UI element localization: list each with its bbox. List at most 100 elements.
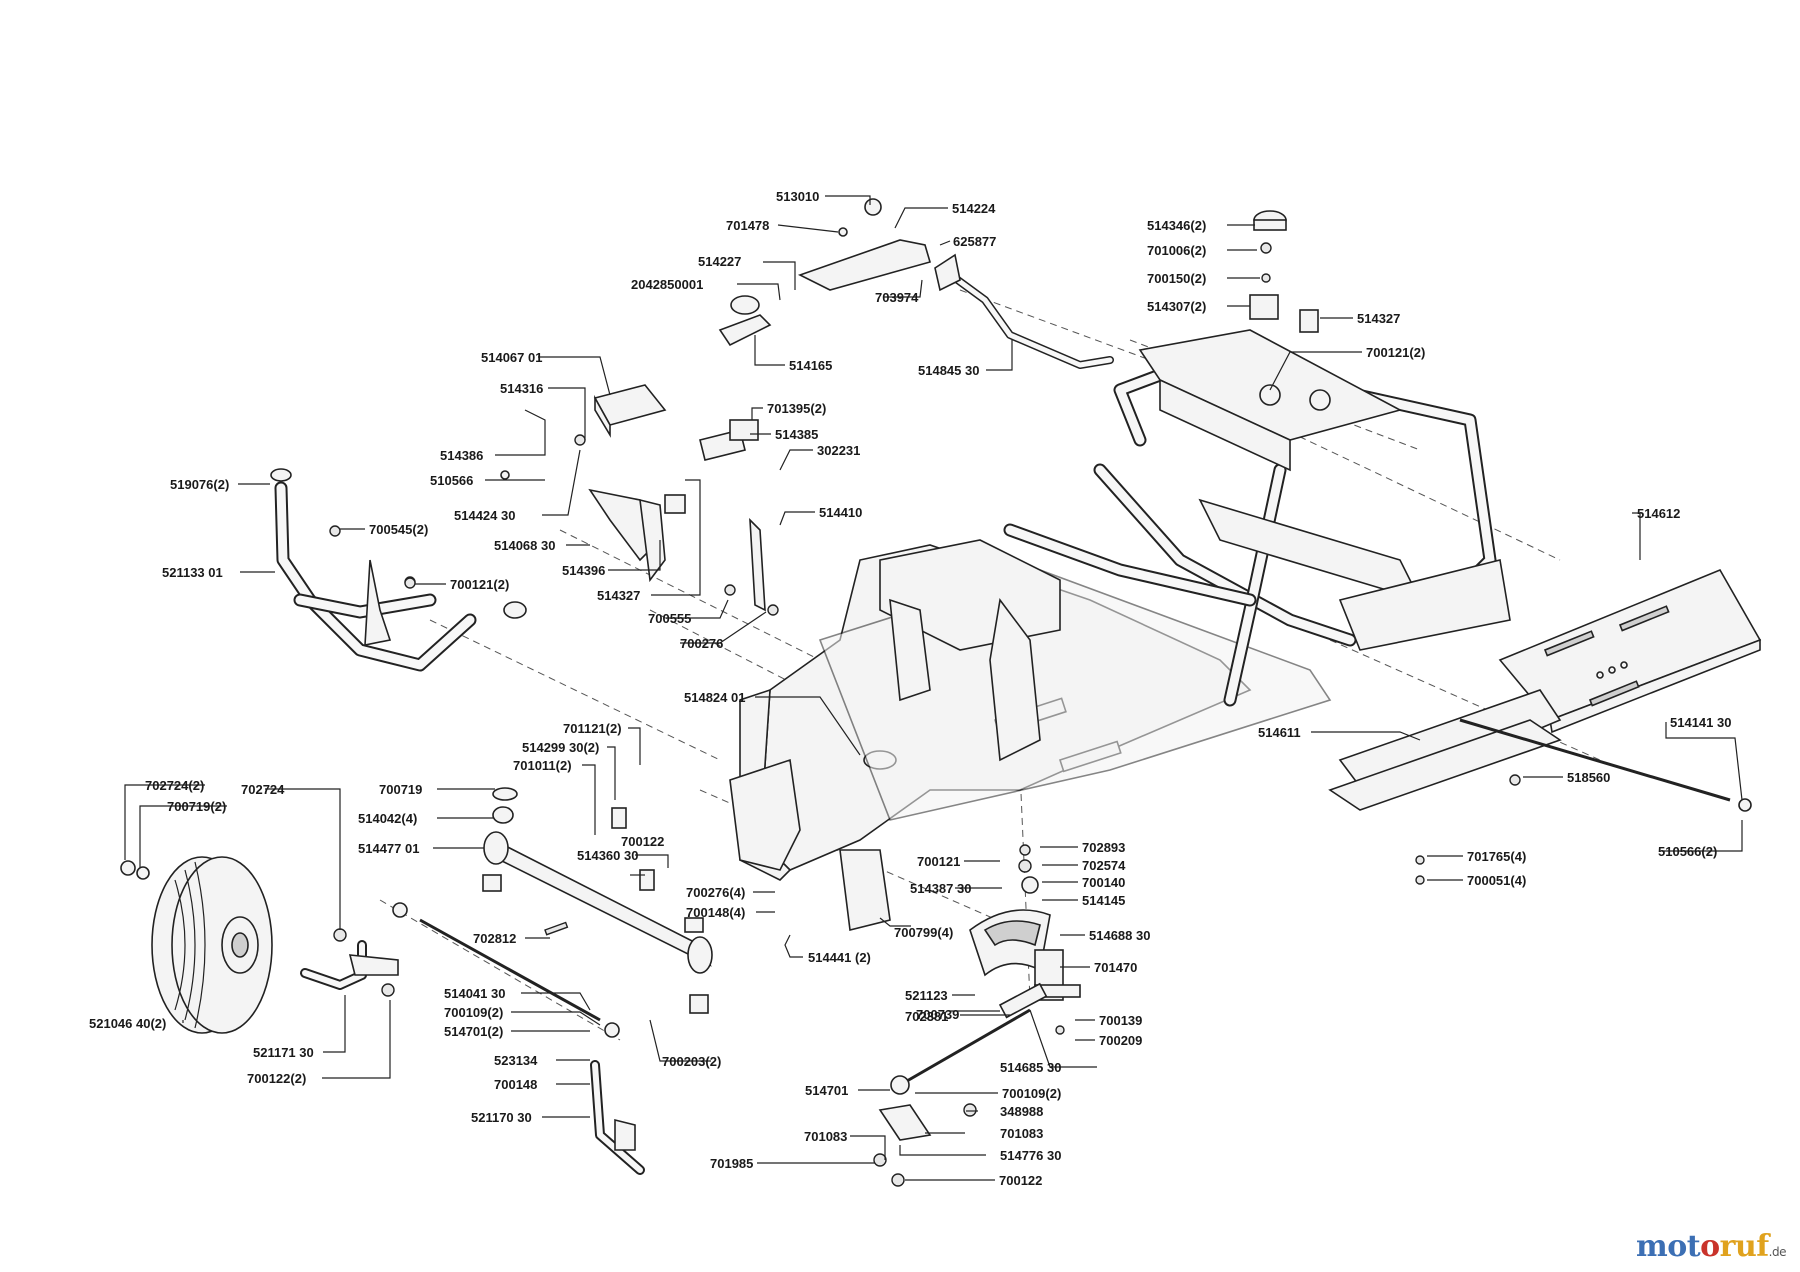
callout-700122-2: 700122(2) — [247, 1071, 306, 1086]
callout-703974: 703974 — [875, 290, 919, 305]
callout-514776-30: 514776 30 — [1000, 1148, 1061, 1163]
callout-2042850001: 2042850001 — [631, 277, 703, 292]
callout-514299-30: 514299 30(2) — [522, 740, 599, 755]
callout-702893: 702893 — [1082, 840, 1125, 855]
callout-514346: 514346(2) — [1147, 218, 1206, 233]
callout-700209: 700209 — [1099, 1033, 1142, 1048]
callout-700051: 700051(4) — [1467, 873, 1526, 888]
callout-514424-30: 514424 30 — [454, 508, 515, 523]
callout-514067-01: 514067 01 — [481, 350, 542, 365]
callout-702381: 702381 — [905, 1009, 948, 1024]
callout-514824-01: 514824 01 — [684, 690, 745, 705]
rear-plates — [1328, 568, 1762, 885]
callout-514360-30: 514360 30 — [577, 848, 638, 863]
callout-523134: 523134 — [494, 1053, 538, 1068]
callout-518560: 518560 — [1567, 770, 1610, 785]
callout-514611: 514611 — [1258, 725, 1301, 740]
callout-510566-rear: 510566(2) — [1658, 844, 1717, 859]
callout-514685-30: 514685 30 — [1000, 1060, 1061, 1075]
callout-700148: 700148 — [494, 1077, 537, 1092]
callout-700799: 700799(4) — [894, 925, 953, 940]
callout-701765: 701765(4) — [1467, 849, 1526, 864]
callout-701395: 701395(2) — [767, 401, 826, 416]
callout-701006: 701006(2) — [1147, 243, 1206, 258]
callout-514307: 514307(2) — [1147, 299, 1206, 314]
callout-625877: 625877 — [953, 234, 996, 249]
callout-514227: 514227 — [698, 254, 741, 269]
main-frame — [729, 329, 1511, 931]
callout-513010: 513010 — [776, 189, 819, 204]
callout-514068-30: 514068 30 — [494, 538, 555, 553]
callout-514612: 514612 — [1637, 506, 1680, 521]
callout-514165: 514165 — [789, 358, 832, 373]
front-axle — [482, 787, 713, 1014]
callout-700121-mid: 700121 — [917, 854, 960, 869]
callout-701083-right: 701083 — [1000, 1126, 1043, 1141]
callout-514477-01: 514477 01 — [358, 841, 419, 856]
callout-348988: 348988 — [1000, 1104, 1043, 1119]
callout-514224: 514224 — [952, 201, 996, 216]
motoruf-logo: motoruf.de — [1636, 1229, 1787, 1264]
callout-700719-2: 700719(2) — [167, 799, 226, 814]
callout-700121-bumper: 700121(2) — [450, 577, 509, 592]
callout-514327-top: 514327 — [1357, 311, 1400, 326]
callout-514441: 514441 (2) — [808, 950, 871, 965]
callout-514701: 514701 — [805, 1083, 848, 1098]
callout-700109-right: 700109(2) — [1002, 1086, 1061, 1101]
callout-510566: 510566 — [430, 473, 473, 488]
callout-700139: 700139 — [1099, 1013, 1142, 1028]
callout-700555: 700555 — [648, 611, 691, 626]
callout-701478: 701478 — [726, 218, 769, 233]
callout-702724: 702724 — [241, 782, 285, 797]
callout-521123: 521123 — [905, 988, 948, 1003]
callout-700122-axle: 700122 — [621, 834, 664, 849]
callout-labels: 513010 701478 514224 514227 625877 20428… — [89, 189, 1731, 1188]
callout-700109-left: 700109(2) — [444, 1005, 503, 1020]
callout-700276: 700276 — [680, 636, 723, 651]
callout-700739: 700739 — [916, 1007, 959, 1022]
callout-700276-4: 700276(4) — [686, 885, 745, 900]
callout-701470: 701470 — [1094, 960, 1137, 975]
front-wheel — [120, 856, 273, 1034]
pedal-assembly — [574, 384, 779, 616]
callout-700122-bottom: 700122 — [999, 1173, 1042, 1188]
callout-700148-4: 700148(4) — [686, 905, 745, 920]
callout-700150: 700150(2) — [1147, 271, 1206, 286]
callout-701083-left: 701083 — [804, 1129, 847, 1144]
callout-514145: 514145 — [1082, 893, 1125, 908]
callout-702812: 702812 — [473, 931, 516, 946]
callout-514396: 514396 — [562, 563, 605, 578]
callout-514387-30: 514387 30 — [910, 881, 971, 896]
callout-701121: 701121(2) — [563, 721, 622, 736]
callout-521133-01: 521133 01 — [162, 565, 223, 580]
callout-514688-30: 514688 30 — [1089, 928, 1150, 943]
callout-514327-pedal: 514327 — [597, 588, 640, 603]
callout-514410: 514410 — [819, 505, 862, 520]
callout-701011: 701011(2) — [513, 758, 572, 773]
callout-514141-30: 514141 30 — [1670, 715, 1731, 730]
steering-sector — [873, 844, 1081, 1187]
callout-700140: 700140 — [1082, 875, 1125, 890]
callout-701985: 701985 — [710, 1156, 753, 1171]
callout-519076: 519076(2) — [170, 477, 229, 492]
callout-702724-2: 702724(2) — [145, 778, 204, 793]
spindles — [300, 902, 645, 1175]
top-small-parts — [329, 210, 1319, 589]
callout-700203: 700203(2) — [662, 1054, 721, 1069]
callout-514041-30: 514041 30 — [444, 986, 505, 1001]
callout-302231: 302231 — [817, 443, 860, 458]
callout-514845-30: 514845 30 — [918, 363, 979, 378]
callout-514386: 514386 — [440, 448, 483, 463]
steering-linkage-upper — [718, 198, 1114, 369]
callout-521046-40: 521046 40(2) — [89, 1016, 166, 1031]
callout-700545: 700545(2) — [369, 522, 428, 537]
callout-521171-30: 521171 30 — [253, 1045, 314, 1060]
callout-514316: 514316 — [500, 381, 543, 396]
callout-514042: 514042(4) — [358, 811, 417, 826]
callout-700719: 700719 — [379, 782, 422, 797]
front-bumper — [270, 468, 527, 672]
callout-702574: 702574 — [1082, 858, 1126, 873]
callout-514701-2: 514701(2) — [444, 1024, 503, 1039]
